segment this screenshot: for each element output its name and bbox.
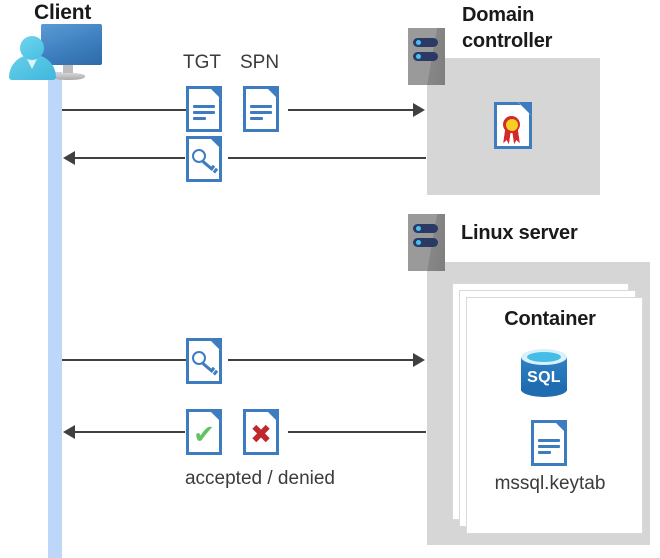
document-lines-icon [538, 439, 560, 457]
message-line-present-left [62, 359, 186, 361]
monitor-base-icon [52, 73, 85, 80]
domain-controller-title: Domain controller [462, 2, 622, 54]
spn-document-icon [243, 86, 279, 132]
database-bottom-icon [521, 382, 567, 397]
key-document-icon [186, 338, 222, 384]
domain-controller-server-rack-icon [408, 28, 445, 85]
seal-inner-icon [505, 118, 518, 131]
server-led-icon [416, 240, 421, 245]
monitor-screen-icon [41, 24, 102, 65]
arrow-head-right-present [413, 353, 425, 367]
linux-server-title: Linux server [461, 222, 578, 244]
server-led-icon [416, 226, 421, 231]
container-card-front [466, 297, 643, 534]
accepted-denied-caption: accepted / denied [184, 468, 335, 489]
key-document-icon [186, 136, 222, 182]
key-icon [192, 149, 218, 174]
arrow-head-right-request [413, 103, 425, 117]
cross-icon: ✖ [250, 419, 272, 449]
sql-database-icon: SQL [521, 349, 567, 398]
message-line-ticket-left [75, 157, 185, 159]
message-line-result-right [288, 431, 426, 433]
database-top-icon [521, 349, 567, 365]
keytab-document-icon [531, 420, 567, 466]
spn-label: SPN [240, 52, 280, 73]
denied-document-icon: ✖ [243, 409, 279, 455]
message-line-result-left [75, 431, 185, 433]
message-line-request-left [62, 109, 186, 111]
document-lines-icon [250, 105, 272, 123]
domain-controller-title-line1: Domain [462, 4, 535, 26]
message-line-request-right [288, 109, 413, 111]
client-lifeline [48, 72, 62, 558]
arrow-head-left-ticket [63, 151, 75, 165]
person-head-icon [20, 36, 44, 60]
tgt-label: TGT [183, 52, 221, 73]
monitor-neck-icon [63, 65, 73, 74]
container-title: Container [504, 308, 596, 330]
tgt-document-icon [186, 86, 222, 132]
keytab-file-label: mssql.keytab [494, 473, 606, 494]
message-line-ticket-right [228, 157, 426, 159]
key-ring-icon [192, 149, 206, 163]
document-lines-icon [193, 105, 215, 123]
check-icon: ✔ [193, 419, 215, 449]
seal-icon [503, 116, 520, 133]
server-bar-icon [413, 224, 438, 233]
domain-controller-title-line2: controller [462, 30, 553, 52]
server-led-icon [416, 54, 421, 59]
accepted-document-icon: ✔ [186, 409, 222, 455]
server-led-icon [416, 40, 421, 45]
key-ring-icon [192, 351, 206, 365]
client-title: Client [34, 1, 92, 24]
sql-database-label: SQL [527, 369, 561, 386]
key-icon [192, 351, 218, 376]
arrow-head-left-result [63, 425, 75, 439]
message-line-present-right [228, 359, 413, 361]
server-bar-icon [413, 52, 438, 61]
database-top-inner-icon [527, 352, 561, 362]
server-bar-icon [413, 238, 438, 247]
user-computer-icon [8, 24, 102, 80]
linux-server-rack-icon [408, 214, 445, 271]
certificate-icon [494, 102, 532, 149]
server-bar-icon [413, 38, 438, 47]
